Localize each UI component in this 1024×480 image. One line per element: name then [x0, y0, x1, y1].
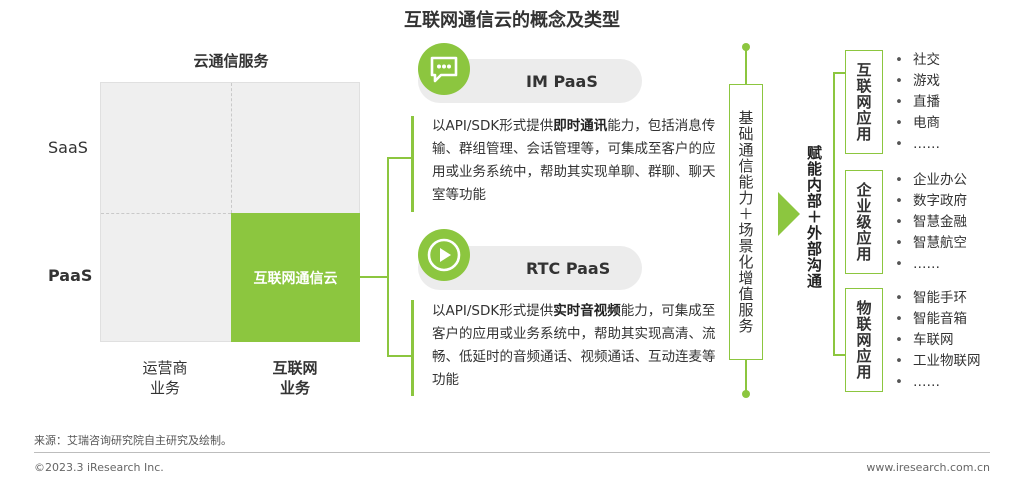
list-item: 游戏	[895, 71, 940, 92]
quadrant-title: 云通信服务	[193, 52, 269, 70]
empower-text: 赋能内部＋外部沟通	[805, 145, 823, 289]
list-item: 智慧金融	[895, 212, 967, 233]
category-iot-apps: 物联网应用	[845, 288, 883, 392]
quadrant-grid: 互联网通信云	[100, 82, 360, 342]
list-item: 智慧航空	[895, 233, 967, 254]
chat-bubble-icon	[418, 43, 470, 95]
connector-line	[360, 276, 387, 278]
category-internet-apps: 互联网应用	[845, 50, 883, 154]
column-line-bottom	[745, 360, 747, 392]
x-label-internet: 互联网 业务	[250, 358, 340, 398]
internet-apps-list: 社交 游戏 直播 电商 ……	[895, 50, 940, 155]
category-enterprise-label: 企业级应用	[854, 182, 873, 262]
x-label-carrier-line1: 运营商	[142, 359, 188, 377]
bottom-dot	[742, 390, 750, 398]
x-label-internet-line2: 业务	[279, 379, 310, 397]
source-note: 来源：艾瑞咨询研究院自主研究及绘制。	[34, 434, 232, 447]
website-link[interactable]: www.iresearch.com.cn	[866, 461, 990, 474]
column-line-top	[745, 50, 747, 84]
footer-divider	[34, 452, 990, 453]
rtc-desc-post: 能力，可集成至客户的应用或业务系统中，帮助其实现高清、流畅、低延时的音频通话、视…	[432, 303, 716, 388]
category-iot-label: 物联网应用	[854, 300, 873, 380]
x-label-internet-line1: 互联网	[272, 359, 318, 377]
top-dot	[742, 43, 750, 51]
rtc-desc-pre: 以API/SDK形式提供	[432, 303, 554, 319]
basic-capability-text: 基础通信能力＋场景化增值服务	[736, 110, 755, 334]
divider-vertical	[231, 83, 232, 213]
list-item: 智能手环	[895, 288, 980, 309]
list-item: 电商	[895, 113, 940, 134]
page-title: 互联网通信云的概念及类型	[404, 10, 620, 31]
list-item: ……	[895, 372, 980, 393]
arrow-right-icon	[778, 192, 800, 240]
category-internet-label: 互联网应用	[854, 62, 873, 142]
im-description: 以API/SDK形式提供即时通讯能力，包括消息传输、群组管理、会话管理等，可集成…	[432, 115, 717, 207]
rtc-accent-bar	[411, 300, 414, 396]
y-label-saas: SaaS	[48, 138, 88, 157]
list-item: 社交	[895, 50, 940, 71]
rtc-description: 以API/SDK形式提供实时音视频能力，可集成至客户的应用或业务系统中，帮助其实…	[432, 300, 717, 392]
category-enterprise-apps: 企业级应用	[845, 170, 883, 274]
list-item: 数字政府	[895, 191, 967, 212]
list-item: ……	[895, 134, 940, 155]
im-desc-post: 能力，包括消息传输、群组管理、会话管理等，可集成至客户的应用或业务系统中，帮助其…	[432, 118, 716, 203]
x-label-carrier: 运营商 业务	[120, 358, 210, 398]
copyright: ©2023.3 iResearch Inc.	[34, 461, 164, 474]
im-desc-pre: 以API/SDK形式提供	[432, 118, 554, 134]
im-desc-bold: 即时通讯	[553, 118, 608, 134]
connector-bracket	[387, 157, 413, 357]
enterprise-apps-list: 企业办公 数字政府 智慧金融 智慧航空 ……	[895, 170, 967, 275]
rtc-desc-bold: 实时音视频	[553, 303, 621, 319]
quadrant-highlight: 互联网通信云	[231, 213, 360, 342]
list-item: 直播	[895, 92, 940, 113]
list-item: 工业物联网	[895, 351, 981, 372]
list-item: 企业办公	[895, 170, 967, 191]
category-bracket	[833, 72, 847, 356]
x-label-carrier-line2: 业务	[149, 379, 180, 397]
basic-capability-column: 基础通信能力＋场景化增值服务	[729, 84, 763, 360]
y-label-paas: PaaS	[48, 266, 93, 285]
list-item: ……	[895, 254, 967, 275]
divider-horizontal	[101, 213, 231, 214]
iot-apps-list: 智能手环 智能音箱 车联网 工业物联网 ……	[895, 288, 981, 393]
im-accent-bar	[411, 116, 414, 212]
list-item: 智能音箱	[895, 309, 980, 330]
list-item: 车联网	[895, 330, 980, 351]
play-icon	[418, 229, 470, 281]
